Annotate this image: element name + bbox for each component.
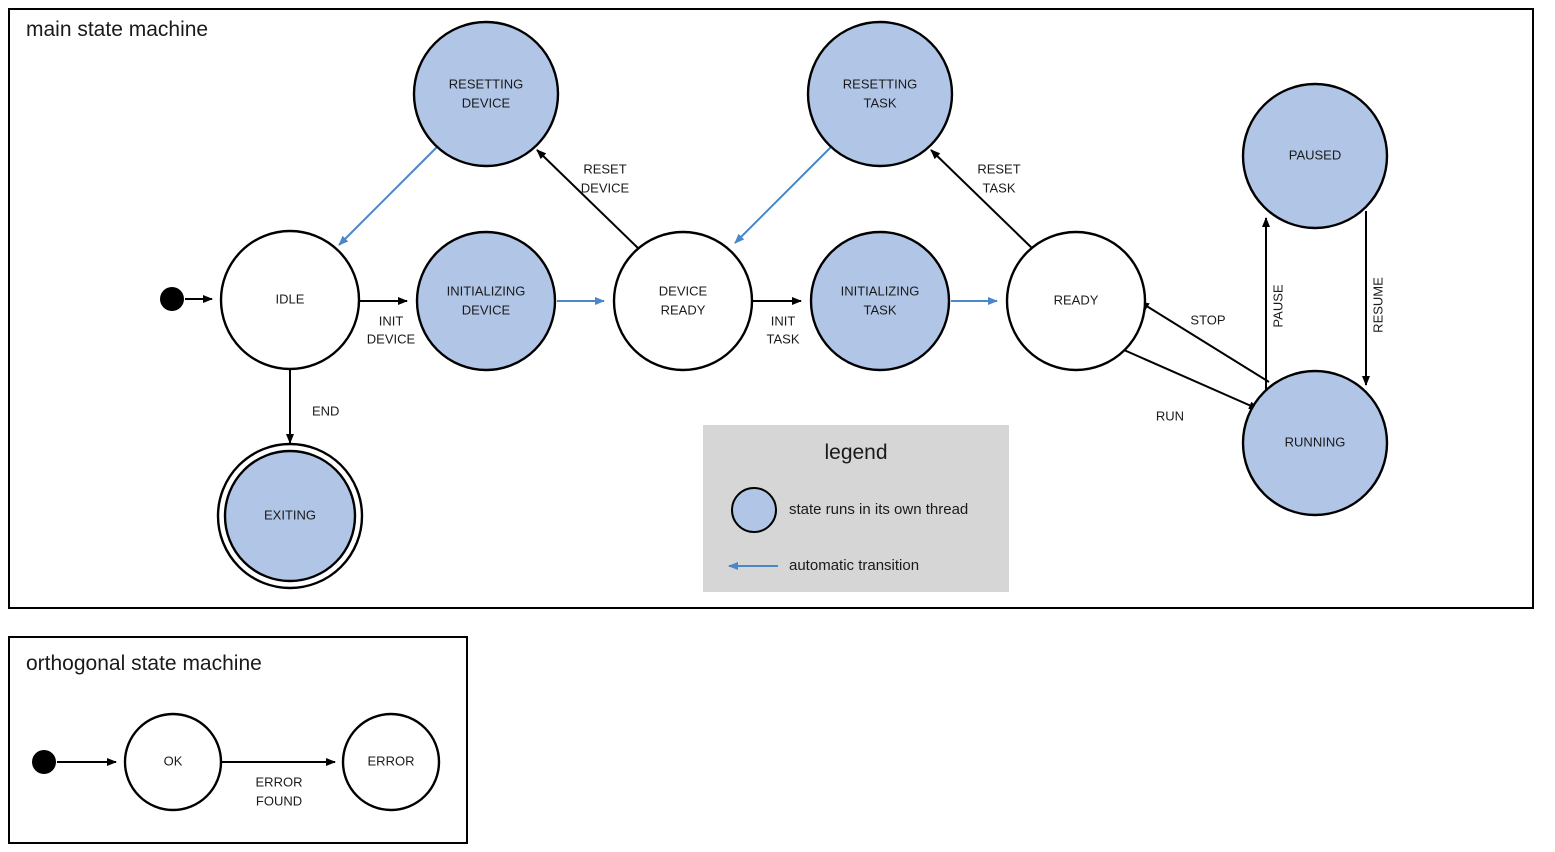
legend-title: legend	[824, 441, 887, 464]
edge-label-stop: STOP	[1190, 312, 1225, 327]
state-node-exiting[interactable]: EXITING	[216, 442, 364, 590]
initial-state-marker-orthogonal	[32, 750, 56, 774]
state-node-running[interactable]: RUNNING	[1241, 369, 1389, 517]
main-state-machine-title: main state machine	[26, 18, 208, 41]
initial-state-marker-main	[160, 287, 184, 311]
edge-resetting-device-to-idle	[338, 146, 438, 246]
edge-label-init-task-line1: INIT	[771, 313, 796, 328]
state-label-initializing-device-line2: DEVICE	[462, 302, 511, 317]
state-label-device-ready-line1: DEVICE	[659, 283, 708, 298]
state-label-exiting: EXITING	[264, 507, 316, 522]
edge-label-init-device-line2: DEVICE	[367, 331, 416, 346]
edge-label-init-task-line2: TASK	[767, 331, 800, 346]
state-node-ok[interactable]: OK	[123, 712, 223, 812]
edge-running-to-ready	[1139, 301, 1270, 383]
edge-label-run: RUN	[1156, 408, 1184, 423]
state-node-device-ready[interactable]: DEVICE READY	[612, 230, 754, 372]
edge-label-reset-task-line2: TASK	[983, 180, 1016, 195]
edge-label-resume: RESUME	[1370, 277, 1385, 333]
edge-label-reset-device-line1: RESET	[583, 161, 626, 176]
legend-threaded-state-swatch	[731, 487, 777, 533]
state-label-running: RUNNING	[1285, 434, 1346, 449]
legend-item-label-threaded: state runs in its own thread	[789, 501, 968, 518]
legend-item-label-automatic: automatic transition	[789, 557, 919, 574]
state-node-resetting-device[interactable]: RESETTING DEVICE	[412, 20, 560, 168]
state-label-paused: PAUSED	[1289, 147, 1342, 162]
state-label-resetting-task-line1: RESETTING	[843, 76, 917, 91]
edge-resetting-task-to-device-ready	[734, 146, 832, 244]
state-label-idle: IDLE	[276, 291, 305, 306]
state-node-ready[interactable]: READY	[1005, 230, 1147, 372]
edge-ready-to-running	[1123, 349, 1259, 410]
legend: legend state runs in its own thread auto…	[703, 425, 1009, 592]
state-node-error[interactable]: ERROR	[341, 712, 441, 812]
state-node-initializing-task[interactable]: INITIALIZING TASK	[809, 230, 951, 372]
state-label-initializing-task-line1: INITIALIZING	[841, 283, 920, 298]
edge-device-ready-to-resetting-device	[536, 149, 642, 252]
edge-ready-to-resetting-task	[930, 149, 1036, 252]
state-node-idle[interactable]: IDLE	[219, 229, 361, 371]
state-label-ready: READY	[1054, 292, 1099, 307]
state-node-initializing-device[interactable]: INITIALIZING DEVICE	[415, 230, 557, 372]
state-label-resetting-device-line2: DEVICE	[462, 95, 511, 110]
state-label-device-ready-line2: READY	[661, 302, 706, 317]
state-label-ok: OK	[164, 753, 183, 768]
edge-label-init-device-line1: INIT	[379, 313, 404, 328]
edge-label-reset-task-line1: RESET	[977, 161, 1020, 176]
state-node-resetting-task[interactable]: RESETTING TASK	[806, 20, 954, 168]
state-label-initializing-task-line2: TASK	[864, 302, 897, 317]
state-label-resetting-device-line1: RESETTING	[449, 76, 523, 91]
state-label-error: ERROR	[368, 753, 415, 768]
state-label-initializing-device-line1: INITIALIZING	[447, 283, 526, 298]
state-label-resetting-task-line2: TASK	[864, 95, 897, 110]
edge-label-pause: PAUSE	[1270, 284, 1285, 327]
state-node-paused[interactable]: PAUSED	[1241, 82, 1389, 230]
edge-label-reset-device-line2: DEVICE	[581, 180, 630, 195]
orthogonal-state-machine-title: orthogonal state machine	[26, 652, 262, 675]
edge-label-error-found-line2: FOUND	[256, 793, 302, 808]
edge-label-end: END	[312, 403, 339, 418]
edge-label-error-found-line1: ERROR	[256, 774, 303, 789]
